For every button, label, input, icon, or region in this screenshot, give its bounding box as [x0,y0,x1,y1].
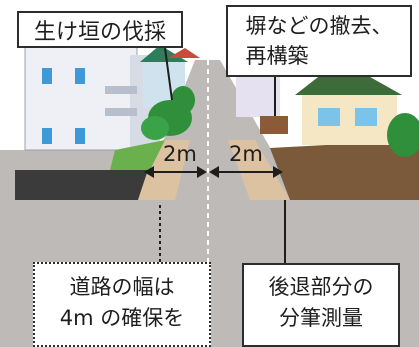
hedge [141,116,169,140]
wall-removal-callout: 塀などの撤去、 再構築 [226,5,412,77]
wall-removal-text-line2: 再構築 [245,44,309,68]
right-window [355,108,377,126]
setback-survey-callout: 後退部分の 分筆測量 [242,263,400,347]
hedge-removal-text: 生け垣の伐採 [33,19,166,45]
right-house-roof [295,60,402,95]
left-balcony [105,86,137,94]
right-setback-strip [228,140,290,200]
left-window [75,68,85,84]
left-setback-dimension: 2m [163,142,197,166]
arrowhead-icon [144,166,154,178]
left-window [42,68,52,84]
right-window [318,108,340,126]
road-width-callout: 道路の幅は 4m の確保を [33,262,211,347]
left-balcony [105,108,137,116]
road-width-text-line1: 道路の幅は [69,274,175,299]
hedge-removal-callout: 生け垣の伐採 [17,11,183,48]
hedge-leader [164,47,173,101]
road-width-text-line2: 4m の確保を [59,305,185,330]
block-wall [260,116,288,134]
left-window [42,128,52,144]
right-tree [387,113,419,157]
right-far-house [236,72,280,117]
right-setback-dimension: 2m [229,142,263,166]
left-window [75,128,85,144]
hedge [171,86,195,114]
setback-survey-text-line1: 後退部分の [268,275,374,299]
left-lawn [110,140,165,170]
left-setback-strip [138,140,190,200]
arrowhead-icon [209,166,219,178]
setback-survey-text-line2: 分筆測量 [279,306,363,330]
wall-removal-text-line1: 塀などの撤去、 [245,14,393,38]
right-lot-wall [270,140,419,200]
arrowhead-icon [273,166,283,178]
left-curb [15,170,148,200]
arrowhead-icon [197,166,207,178]
left-far-roof-accent [168,48,200,58]
right-house [302,95,397,145]
